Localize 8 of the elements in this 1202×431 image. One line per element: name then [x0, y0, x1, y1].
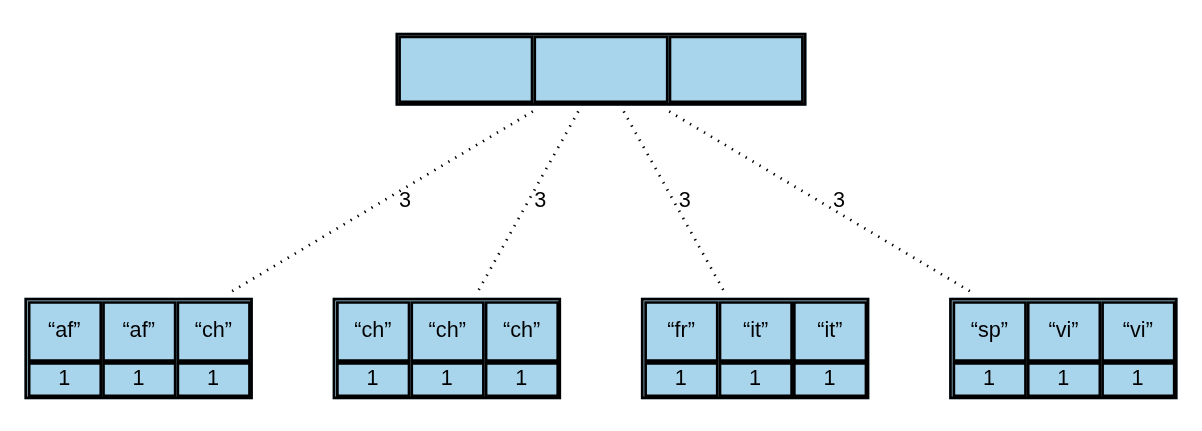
edge-label: 3 [832, 186, 845, 212]
connector [668, 109, 973, 293]
edge-label: 3 [534, 186, 547, 212]
connector [229, 109, 534, 293]
edge-label: 3 [398, 186, 411, 212]
edge-label: 3 [678, 186, 691, 212]
connector [622, 110, 726, 293]
connector [476, 110, 580, 293]
